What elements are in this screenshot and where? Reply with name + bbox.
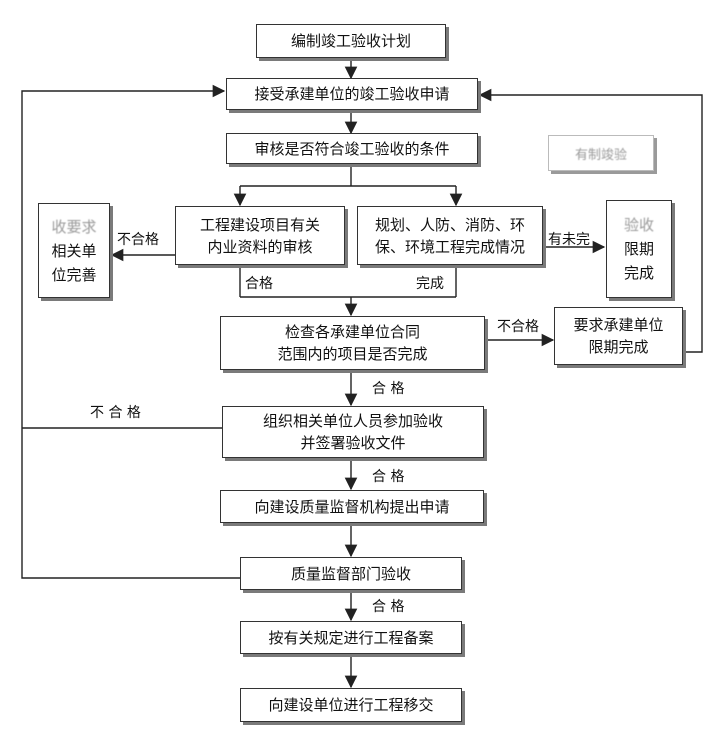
node-organize-acceptance: 组织相关单位人员参加验收 并签署验收文件 [222, 406, 484, 458]
node-text: 接受承建单位的竣工验收申请 [254, 85, 450, 103]
node-text-line2: 限期 [623, 240, 654, 258]
node-text: 向建设质量监督机构提出申请 [254, 497, 450, 516]
node-text-line1: 组织相关单位人员参加验收 [262, 412, 443, 430]
label-fail-loop: 不 合 格 [90, 405, 141, 421]
node-text-line2: 内业资料的审核 [207, 237, 313, 256]
node-text: 向建设单位进行工程移交 [268, 696, 434, 714]
node-text-line2: 限期完成 [588, 338, 649, 356]
node-check-contract-scope: 检查各承建单位合同 范围内的项目是否完成 [220, 316, 485, 370]
node-text: 质量监督部门验收 [290, 564, 411, 583]
node-text-line3: 位完善 [51, 265, 97, 284]
loop-req-to-n2 [478, 88, 703, 353]
node-text-line1: 要求承建单位 [573, 316, 664, 334]
node-text-line2: 相关单 [51, 241, 97, 260]
node-text-line3: 完成 [623, 264, 654, 282]
node-completion-status: 规划、人防、消防、环 保、环境工程完成情况 [357, 206, 543, 265]
node-text-line1: 检查各承建单位合同 [284, 323, 420, 341]
label-pass-organize: 合 格 [372, 469, 405, 485]
node-review-conditions: 审核是否符合竣工验收的条件 [226, 133, 478, 164]
label-has-unfinished: 有未完 [548, 232, 590, 248]
faint-box: 有制竣验 [548, 135, 654, 171]
node-compile-plan: 编制竣工验收计划 [256, 24, 446, 58]
node-text-line2: 范围内的项目是否完成 [277, 345, 428, 363]
node-text-line1: 工程建设项目有关 [199, 215, 320, 234]
node-text: 按有关规定进行工程备案 [268, 628, 434, 647]
node-project-filing: 按有关规定进行工程备案 [240, 621, 462, 654]
loop-fail-to-n2 [21, 84, 240, 579]
node-text-line2: 并签署验收文件 [300, 434, 406, 452]
label-fail-left: 不合格 [117, 232, 159, 248]
label-pass-quality: 合 格 [372, 599, 405, 615]
node-text-line1: 收要求 [51, 217, 97, 236]
label-done: 完成 [416, 276, 444, 292]
node-text-line2: 保、环境工程完成情况 [374, 237, 525, 256]
node-text-line1: 验收 [623, 216, 654, 234]
faint-text: 有制竣验 [574, 147, 627, 163]
node-acceptance-deadline: 验收 限期 完成 [606, 200, 672, 298]
node-apply-supervision: 向建设质量监督机构提出申请 [220, 490, 484, 523]
label-pass-scope: 合 格 [372, 381, 405, 397]
label-fail-right: 不合格 [497, 319, 539, 335]
node-text: 编制竣工验收计划 [290, 32, 411, 50]
node-document-review: 工程建设项目有关 内业资料的审核 [175, 206, 345, 265]
label-pass-docs: 合格 [245, 276, 273, 292]
node-require-completion: 要求承建单位 限期完成 [554, 307, 683, 365]
node-accept-application: 接受承建单位的竣工验收申请 [226, 78, 478, 110]
node-quality-acceptance: 质量监督部门验收 [240, 557, 462, 590]
node-text: 审核是否符合竣工验收的条件 [254, 139, 450, 158]
node-require-improvement: 收要求 相关单 位完善 [38, 203, 110, 298]
node-text-line1: 规划、人防、消防、环 [374, 215, 525, 234]
node-project-handover: 向建设单位进行工程移交 [240, 688, 462, 722]
